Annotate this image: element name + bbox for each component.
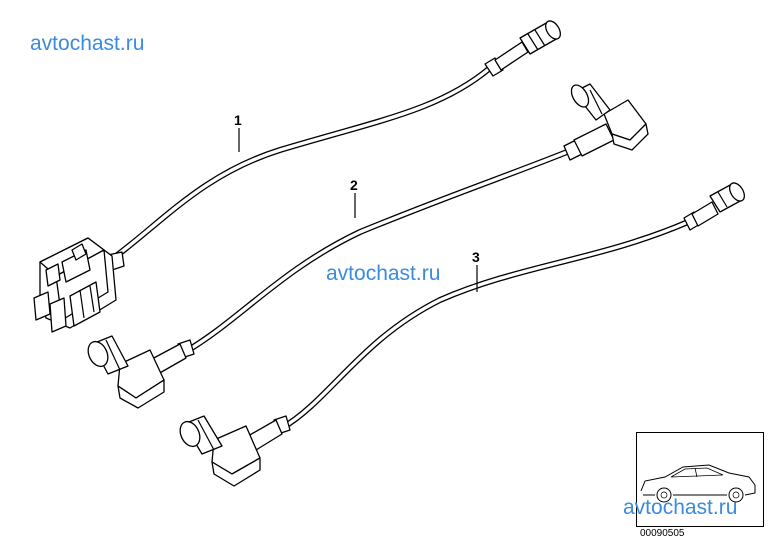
cable-3-angle-connector: [179, 415, 291, 487]
cable-3: [179, 182, 745, 487]
cable-1-straight-connector: [484, 20, 561, 77]
watermark-top-left: avtochast.ru: [30, 32, 145, 55]
cable-2-angle-connector-bottom: [87, 335, 195, 409]
cable-2-angle-connector-top: [563, 83, 649, 161]
cable-1-plug-housing: [33, 237, 125, 333]
car-silhouette-icon: [640, 464, 756, 503]
diagram-ref-number: 00090505: [640, 528, 685, 539]
callout-1: 1: [234, 112, 242, 128]
watermark-center: avtochast.ru: [326, 262, 441, 285]
cable-3-straight-connector: [683, 182, 745, 231]
cable-2: [87, 83, 649, 409]
watermark-bottom-right: avtochast.ru: [623, 496, 738, 519]
vehicle-thumbnail: [636, 432, 764, 527]
cable-1: [33, 20, 561, 333]
callout-2: 2: [350, 177, 358, 193]
callout-3: 3: [472, 249, 480, 265]
